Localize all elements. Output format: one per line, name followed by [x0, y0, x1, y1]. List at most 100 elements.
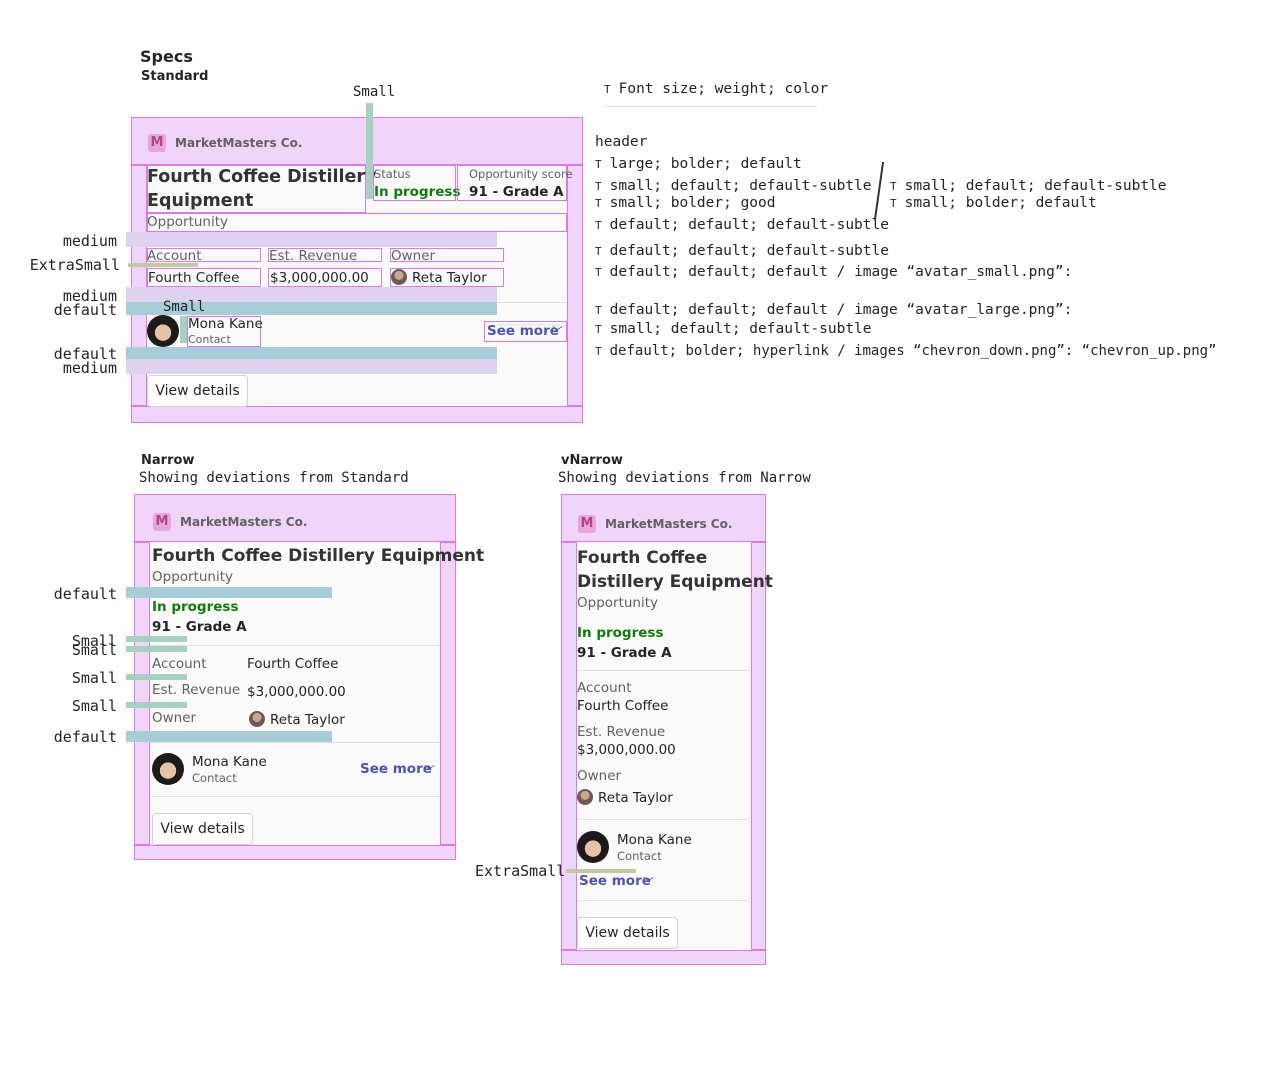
vnarrow-field-value-account: Fourth Coffee — [577, 698, 669, 714]
vnarrow-right-gutter — [751, 542, 766, 950]
vnarrow-see-more-link[interactable]: See more — [579, 873, 651, 889]
narrow-chevron-down-icon[interactable]: ﹀ — [424, 764, 435, 777]
vnarrow-status-value: In progress — [577, 625, 664, 641]
specs-title: Specs — [140, 47, 193, 66]
spacing-bar-medium-1 — [126, 232, 497, 247]
brand-logo-icon: M — [148, 134, 166, 152]
narrow-brand-name: MarketMasters Co. — [180, 515, 308, 529]
narrow-title: Narrow — [141, 453, 195, 468]
legend-divider — [604, 106, 817, 107]
vnarrow-field-label-account: Account — [577, 680, 632, 696]
field-value-box-account — [147, 268, 261, 287]
spacing-label-small-contact: Small — [163, 299, 206, 315]
field-value-revenue: $3,000,000.00 — [270, 270, 369, 286]
vnarrow-divider-3 — [577, 900, 749, 901]
field-label-box-account — [147, 248, 261, 262]
vnarrow-brand-name: MarketMasters Co. — [605, 517, 733, 531]
status-value: In progress — [374, 184, 461, 200]
narrow-see-more-link[interactable]: See more — [360, 761, 432, 777]
spacing-bar-default-1 — [126, 302, 497, 315]
vnarrow-spacing-bar-extrasmall — [566, 869, 636, 873]
vnarrow-brand-logo-icon: M — [578, 515, 596, 533]
field-value-box-revenue — [268, 268, 382, 287]
narrow-field-value-owner: Reta Taylor — [270, 712, 345, 728]
spacing-bar-small-contact — [180, 316, 187, 343]
narrow-spacing-bar-small-2 — [126, 646, 187, 652]
narrow-avatar-large-icon — [152, 753, 184, 785]
spacing-bar-medium-2 — [126, 287, 497, 302]
vnarrow-field-value-revenue: $3,000,000.00 — [577, 742, 676, 758]
narrow-field-label-owner: Owner — [152, 710, 197, 726]
card-subtitle: Opportunity — [147, 214, 229, 230]
vnarrow-divider-1 — [577, 670, 749, 671]
narrow-left-gutter — [134, 542, 150, 845]
card-title-line1: Fourth Coffee Distillery — [147, 167, 377, 187]
narrow-view-details-button[interactable]: View details — [152, 813, 253, 845]
vnarrow-view-details-button[interactable]: View details — [577, 917, 678, 949]
spacing-bar-medium-3 — [126, 359, 497, 374]
spacing-label-medium-3: medium — [62, 359, 117, 377]
vnarrow-card-body — [577, 542, 751, 950]
narrow-spacing-label-small-1: Small — [71, 632, 117, 650]
narrow-card-title: Fourth Coffee Distillery Equipment — [152, 546, 485, 566]
card-title-line2: Equipment — [147, 191, 254, 211]
narrow-spacing-bar-small-4 — [126, 702, 187, 708]
narrow-card-subtitle: Opportunity — [152, 569, 234, 585]
vnarrow-spacing-label-extrasmall: ExtraSmall — [475, 862, 566, 880]
spacing-label-default-2: default — [53, 345, 117, 363]
field-label-box-revenue — [268, 248, 382, 262]
contact-box — [187, 316, 261, 347]
field-label-revenue: Est. Revenue — [269, 248, 358, 264]
narrow-divider-2 — [150, 742, 440, 743]
field-label-owner: Owner — [391, 248, 436, 264]
spacing-label-small-top: Small — [353, 84, 396, 100]
chevron-down-icon[interactable]: ﹀ — [552, 325, 563, 338]
narrow-divider-3 — [150, 796, 440, 797]
legend-glyph: T — [604, 83, 611, 96]
see-more-link[interactable]: See more — [487, 323, 559, 339]
vnarrow-card-subtitle: Opportunity — [577, 595, 659, 611]
vnarrow-avatar-small-icon — [577, 789, 593, 805]
title-box — [147, 165, 366, 213]
narrow-avatar-small-icon — [249, 711, 265, 727]
legend-row: T Font size; weight; color — [604, 81, 828, 97]
narrow-spacing-label-default-2: default — [53, 728, 117, 746]
score-box — [457, 165, 567, 201]
field-label-box-owner — [390, 248, 504, 262]
narrow-contact-role: Contact — [192, 771, 237, 785]
spacing-label-default-1: default — [53, 301, 117, 319]
view-details-button[interactable]: View details — [147, 375, 248, 407]
vnarrow-title: vNarrow — [561, 453, 623, 468]
narrow-field-label-revenue: Est. Revenue — [152, 682, 241, 698]
narrow-field-value-revenue: $3,000,000.00 — [247, 684, 346, 700]
status-box — [373, 165, 456, 201]
vnarrow-field-label-revenue: Est. Revenue — [577, 724, 666, 740]
vnarrow-score-value: 91 - Grade A — [577, 645, 672, 661]
spacing-label-extrasmall: ExtraSmall — [29, 256, 120, 274]
narrow-divider-1 — [150, 645, 440, 646]
vnarrow-title-line1: Fourth Coffee — [577, 548, 708, 568]
narrow-field-value-account: Fourth Coffee — [247, 656, 339, 672]
vnarrow-chevron-down-icon[interactable]: ﹀ — [643, 876, 654, 889]
standard-header-box — [131, 117, 583, 165]
narrow-spacing-bar-small-3 — [126, 674, 187, 680]
standard-right-gutter — [567, 165, 583, 406]
score-value: 91 - Grade A — [469, 184, 564, 200]
brand-name: MarketMasters Co. — [175, 136, 303, 150]
spec-header: header — [595, 134, 648, 150]
narrow-right-gutter — [440, 542, 456, 845]
field-label-account: Account — [147, 248, 202, 264]
spacing-label-medium-2: medium — [62, 287, 117, 305]
legend-title: Font size; weight; color — [618, 81, 829, 97]
narrow-spacing-label-small-2: Small — [71, 641, 117, 659]
spacing-bar-small-vertical — [366, 103, 373, 199]
narrow-brand-logo-icon: M — [153, 513, 171, 531]
vnarrow-footer-box — [561, 950, 766, 965]
specs-subtitle: Standard — [141, 69, 209, 84]
